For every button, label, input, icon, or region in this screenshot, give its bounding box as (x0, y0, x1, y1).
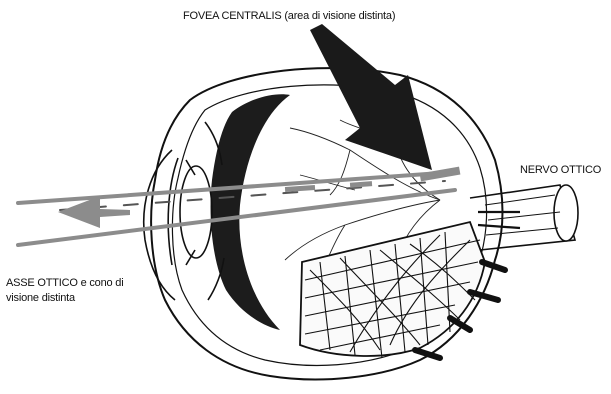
fovea-arrow (310, 24, 432, 170)
nervo-ottico-label: NERVO OTTICO (520, 163, 601, 178)
asse-ottico-label-line1: ASSE OTTICO e cono di (6, 277, 123, 289)
cutaway-mesh (300, 222, 485, 358)
fovea-centralis-label: FOVEA CENTRALIS (area di visione distint… (183, 9, 395, 24)
asse-ottico-label-line2: visione distinta (6, 292, 75, 304)
lens (180, 166, 212, 258)
iris (168, 158, 195, 265)
asse-ottico-label: ASSE OTTICO e cono di visione distinta (6, 276, 156, 306)
anterior-segment (144, 122, 224, 300)
